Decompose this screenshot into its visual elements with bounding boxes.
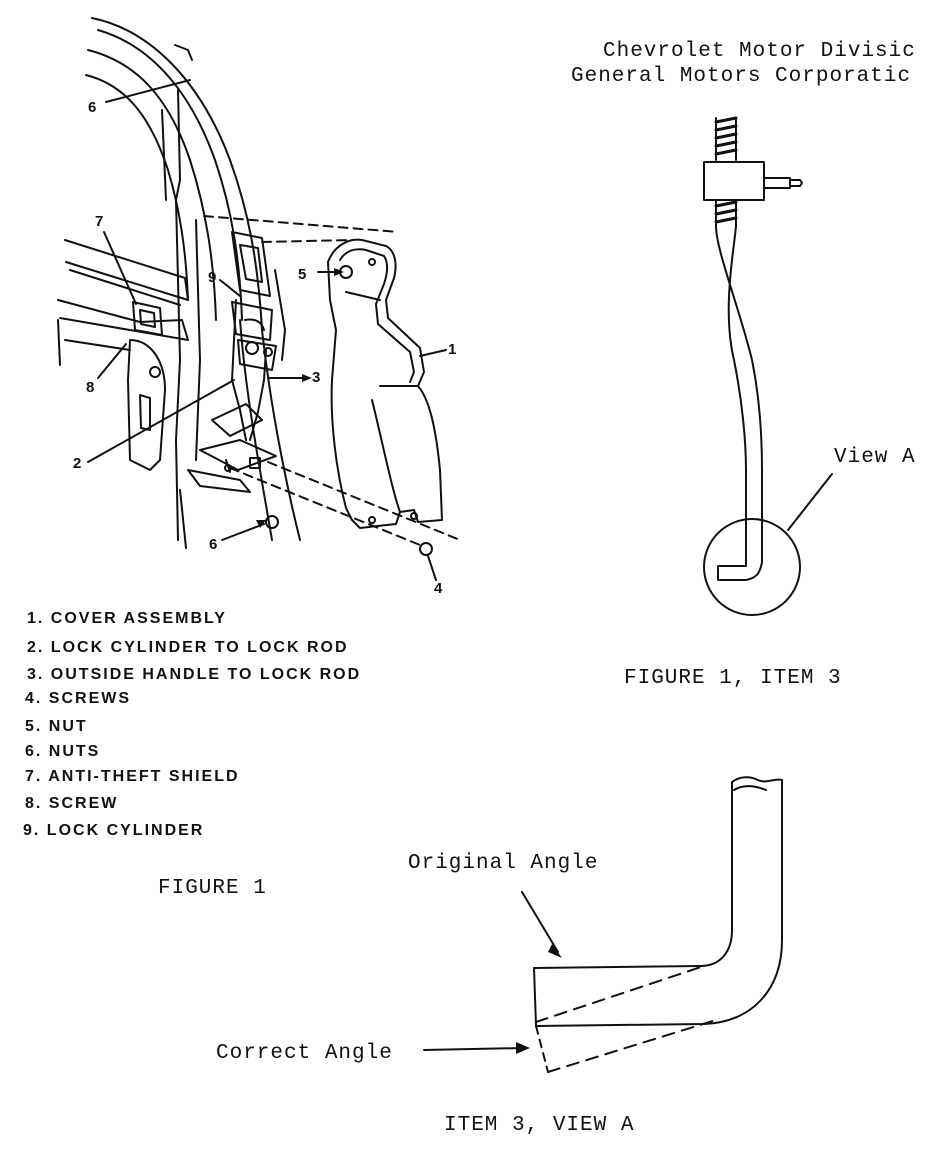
legend-number: 3. bbox=[27, 666, 45, 683]
view-a-drawing bbox=[423, 776, 783, 1073]
legend-item: 5. NUT bbox=[25, 718, 88, 736]
legend-number: 7. bbox=[25, 768, 43, 785]
legend-text: SCREWS bbox=[48, 690, 132, 707]
correct-angle-label: Correct Angle bbox=[216, 1042, 393, 1065]
legend-text: LOCK CYLINDER TO LOCK ROD bbox=[50, 639, 349, 656]
header-division: Chevrolet Motor Divisic bbox=[603, 40, 916, 63]
legend-number: 5. bbox=[25, 718, 43, 735]
callout-7: 7 bbox=[95, 213, 104, 230]
item3-caption: FIGURE 1, ITEM 3 bbox=[624, 667, 842, 690]
legend-text: ANTI-THEFT SHIELD bbox=[48, 768, 240, 785]
door-assembly-drawing bbox=[57, 17, 461, 581]
callout-6-top: 6 bbox=[88, 99, 97, 116]
callout-6-bottom: 6 bbox=[209, 536, 218, 553]
legend-text: COVER ASSEMBLY bbox=[50, 610, 227, 627]
legend-item: 8. SCREW bbox=[25, 795, 118, 813]
callout-2: 2 bbox=[73, 455, 82, 472]
callout-5: 5 bbox=[298, 266, 307, 283]
callout-9: 9 bbox=[208, 269, 217, 286]
legend-text: OUTSIDE HANDLE TO LOCK ROD bbox=[50, 666, 362, 683]
view-a-caption: ITEM 3, VIEW A bbox=[444, 1114, 635, 1137]
legend-item: 3. OUTSIDE HANDLE TO LOCK ROD bbox=[27, 666, 361, 684]
legend-item: 6. NUTS bbox=[25, 743, 100, 761]
legend-number: 8. bbox=[25, 795, 43, 812]
legend-number: 1. bbox=[27, 610, 45, 627]
legend-text: NUT bbox=[48, 718, 88, 735]
figure1-caption: FIGURE 1 bbox=[158, 877, 267, 900]
legend-item: 7. ANTI-THEFT SHIELD bbox=[25, 768, 240, 786]
legend-number: 4. bbox=[25, 690, 43, 707]
callout-1: 1 bbox=[448, 341, 457, 358]
legend-number: 6. bbox=[25, 743, 43, 760]
view-a-label: View A bbox=[834, 446, 916, 469]
legend-item: 9. LOCK CYLINDER bbox=[23, 822, 204, 840]
header-corporation: General Motors Corporatic bbox=[571, 65, 912, 88]
legend-number: 2. bbox=[27, 639, 45, 656]
legend-text: LOCK CYLINDER bbox=[46, 822, 205, 839]
legend-item: 4. SCREWS bbox=[25, 690, 131, 708]
original-angle-label: Original Angle bbox=[408, 852, 599, 875]
callout-8: 8 bbox=[86, 379, 95, 396]
legend-item: 1. COVER ASSEMBLY bbox=[27, 610, 227, 628]
legend-text: SCREW bbox=[48, 795, 119, 812]
callout-3: 3 bbox=[312, 369, 321, 386]
legend-text: NUTS bbox=[48, 743, 101, 760]
legend-number: 9. bbox=[23, 822, 41, 839]
callout-4: 4 bbox=[434, 580, 443, 597]
lock-rod-drawing bbox=[703, 116, 833, 616]
legend-item: 2. LOCK CYLINDER TO LOCK ROD bbox=[27, 639, 349, 657]
